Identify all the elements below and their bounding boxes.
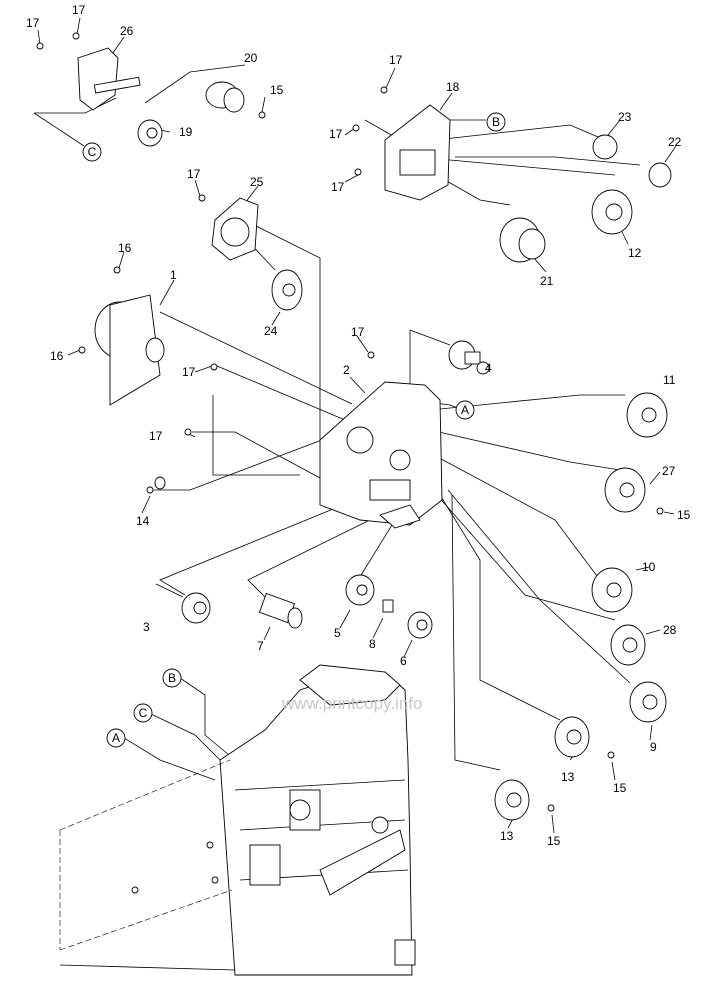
callout-labels: 17 17 26 20 15 19 17 18 17 17 23 22 12 2… [26,3,691,848]
ref-a-circle-top [455,400,475,420]
callout-12: 12 [628,246,642,260]
ref-c-bottom: C [139,706,148,720]
callout-9: 9 [650,740,657,754]
ref-a-circle-bottom [106,728,126,748]
callout-17: 17 [72,3,86,17]
callout-15: 15 [547,834,561,848]
screw-16a [113,266,121,274]
ref-a-bottom: A [112,731,120,745]
ref-b-circle-top [486,112,506,132]
callout-3: 3 [143,620,150,634]
screw-16b [78,346,86,354]
callout-17: 17 [149,429,163,443]
callout-15: 15 [270,83,284,97]
watermark: www.printcopy.info [281,694,422,713]
screw-17a [36,42,44,50]
callout-13: 13 [500,829,514,843]
part-8-clip [382,599,394,613]
callout-18: 18 [446,80,460,94]
callout-15: 15 [677,508,691,522]
machine-frame [59,664,416,976]
part-26-shaft [93,76,141,94]
screw-17b [72,32,80,40]
ref-c-circle-top [82,142,102,162]
callout-21: 21 [540,274,554,288]
ref-b-top: B [492,115,500,129]
callout-17: 17 [351,325,365,339]
screw-15a [258,111,266,119]
callout-7: 7 [257,639,264,653]
callout-19: 19 [179,125,193,139]
callout-16: 16 [50,349,64,363]
callout-15: 15 [613,781,627,795]
callout-10: 10 [642,560,656,574]
callout-1: 1 [170,268,177,282]
callout-25: 25 [250,175,264,189]
ref-a-top: A [461,403,469,417]
callout-17: 17 [26,16,40,30]
callout-28: 28 [663,623,677,637]
part-22-clutch [648,162,672,188]
callout-17: 17 [389,53,403,67]
part-14-spring [154,476,166,490]
ref-b-circle-bottom [162,668,182,688]
screw-17d [352,124,360,132]
callout-17: 17 [187,167,201,181]
screw-17f [198,194,206,202]
leader-lines [33,17,677,834]
callout-17: 17 [329,127,343,141]
reference-markers: C B A B C A [82,112,506,748]
callout-26: 26 [120,24,134,38]
screw-17c [380,86,388,94]
callout-14: 14 [136,514,150,528]
callout-13: 13 [561,770,575,784]
callout-17: 17 [182,365,196,379]
ref-c-top: C [88,145,97,159]
screw-17g [367,351,375,359]
callout-24: 24 [264,324,278,338]
callout-27: 27 [662,464,676,478]
part-23-gear [592,134,618,160]
screw-17h [210,363,218,371]
callout-8: 8 [369,637,376,651]
callout-6: 6 [400,654,407,668]
callout-11: 11 [663,373,676,387]
callout-20: 20 [244,51,258,65]
callout-4: 4 [485,361,492,375]
ref-c-circle-bottom [133,703,153,723]
callout-23: 23 [618,110,632,124]
ref-b-bottom: B [168,671,176,685]
screw-15b [656,507,664,515]
callout-2: 2 [343,363,350,377]
screw-15c [607,751,615,759]
part-26-bracket [77,47,119,111]
screw-15d [547,804,555,812]
callout-5: 5 [334,626,341,640]
screw-17e [354,168,362,176]
screw-17i [184,428,192,436]
callout-16: 16 [118,241,132,255]
parts [36,32,672,976]
callout-17: 17 [331,180,345,194]
part-2-main-frame [319,381,443,526]
callout-22: 22 [668,135,682,149]
